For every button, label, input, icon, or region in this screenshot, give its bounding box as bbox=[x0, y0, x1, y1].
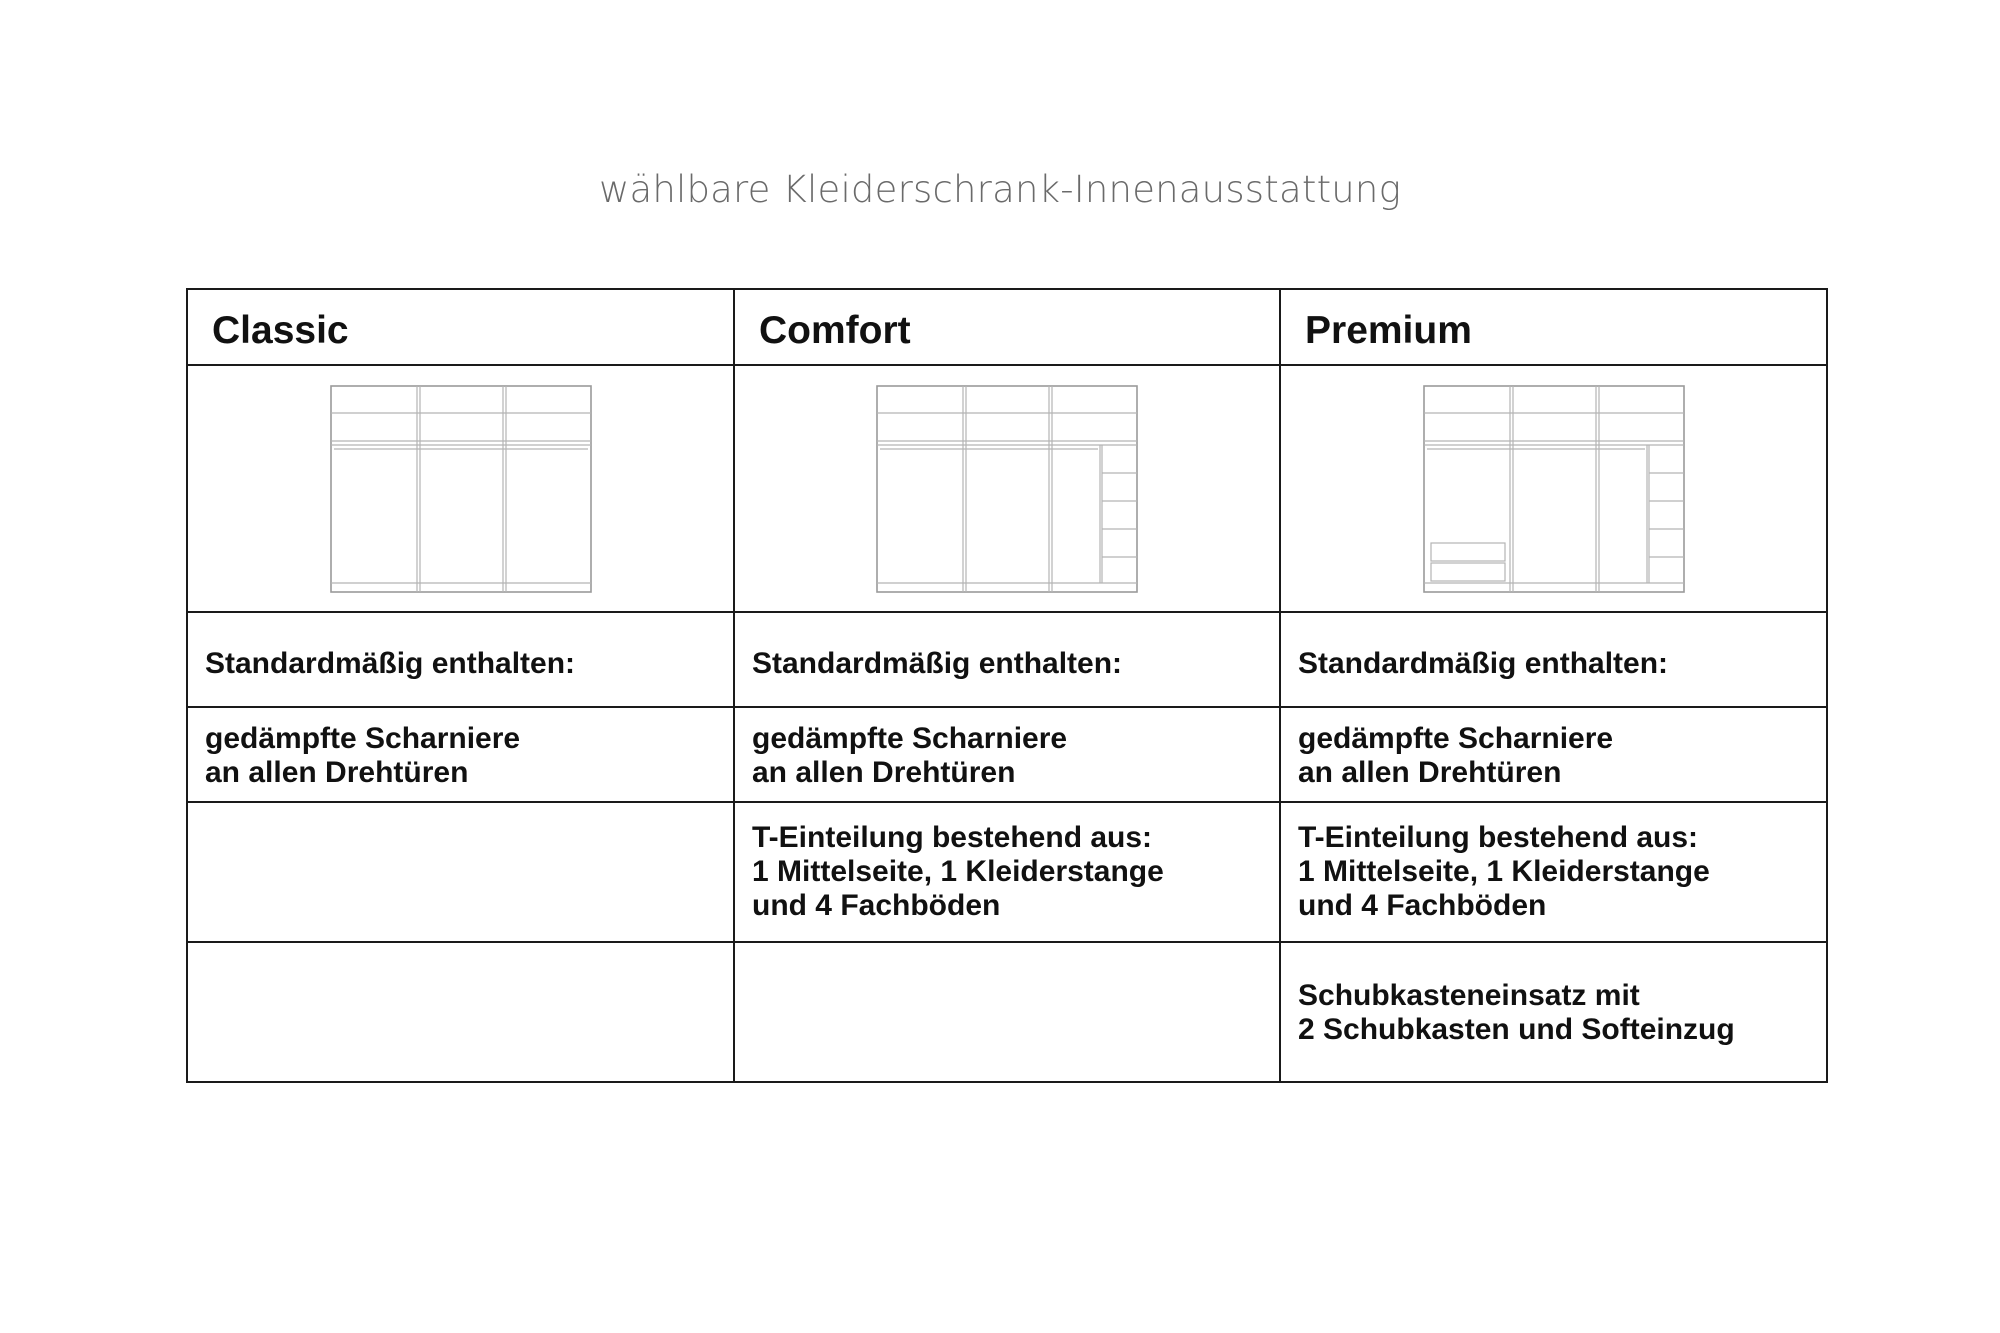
feature-text: gedämpfte Scharniere an allen Drehtüren bbox=[205, 722, 521, 789]
schubkasten-row: Schubkasteneinsatz mit 2 Schubkasten und… bbox=[186, 941, 1828, 1083]
t-einteilung-cell-classic bbox=[186, 801, 735, 943]
feature-text: gedämpfte Scharniere an allen Drehtüren bbox=[1298, 722, 1614, 789]
standard-label: Standardmäßig enthalten: bbox=[205, 647, 576, 680]
t-einteilung-row: T-Einteilung bestehend aus: 1 Mittelseit… bbox=[186, 801, 1828, 943]
column-header-classic: Classic bbox=[186, 288, 735, 366]
standard-cell-comfort: Standardmäßig enthalten: bbox=[733, 611, 1281, 708]
feature-text: gedämpfte Scharniere an allen Drehtüren bbox=[752, 722, 1068, 789]
t-einteilung-cell-comfort: T-Einteilung bestehend aus: 1 Mittelseit… bbox=[733, 801, 1281, 943]
feature-text bbox=[735, 943, 1279, 979]
scharniere-row: gedämpfte Scharniere an allen Drehtüren … bbox=[186, 706, 1828, 803]
column-name: Premium bbox=[1305, 309, 1472, 352]
standard-label: Standardmäßig enthalten: bbox=[1298, 647, 1669, 680]
scharniere-cell-premium: gedämpfte Scharniere an allen Drehtüren bbox=[1279, 706, 1828, 803]
schubkasten-cell-premium: Schubkasteneinsatz mit 2 Schubkasten und… bbox=[1279, 941, 1828, 1083]
illustration-row bbox=[186, 364, 1828, 613]
feature-text: Schubkasteneinsatz mit 2 Schubkasten und… bbox=[1298, 979, 1735, 1046]
illustration-cell-premium bbox=[1279, 364, 1828, 613]
wardrobe-premium-drawing bbox=[1422, 385, 1685, 593]
feature-text: T-Einteilung bestehend aus: 1 Mittelseit… bbox=[1298, 821, 1710, 922]
t-einteilung-cell-premium: T-Einteilung bestehend aus: 1 Mittelseit… bbox=[1279, 801, 1828, 943]
feature-text bbox=[188, 803, 733, 821]
schubkasten-cell-comfort bbox=[733, 941, 1281, 1083]
standard-row: Standardmäßig enthalten: Standardmäßig e… bbox=[186, 611, 1828, 708]
wardrobe-classic-drawing bbox=[329, 385, 592, 593]
standard-cell-premium: Standardmäßig enthalten: bbox=[1279, 611, 1828, 708]
feature-text bbox=[188, 943, 733, 979]
column-name: Classic bbox=[212, 309, 349, 352]
column-header-comfort: Comfort bbox=[733, 288, 1281, 366]
standard-label: Standardmäßig enthalten: bbox=[752, 647, 1123, 680]
column-header-premium: Premium bbox=[1279, 288, 1828, 366]
illustration-cell-comfort bbox=[733, 364, 1281, 613]
header-row: Classic Comfort Premium bbox=[186, 288, 1828, 366]
standard-cell-classic: Standardmäßig enthalten: bbox=[186, 611, 735, 708]
options-table: Classic Comfort Premium bbox=[186, 288, 1828, 1083]
scharniere-cell-comfort: gedämpfte Scharniere an allen Drehtüren bbox=[733, 706, 1281, 803]
wardrobe-comfort-drawing bbox=[876, 385, 1138, 593]
column-name: Comfort bbox=[759, 309, 911, 352]
feature-text: T-Einteilung bestehend aus: 1 Mittelseit… bbox=[752, 821, 1164, 922]
page-title: wählbare Kleiderschrank-Innenausstattung bbox=[599, 168, 1401, 211]
illustration-cell-classic bbox=[186, 364, 735, 613]
scharniere-cell-classic: gedämpfte Scharniere an allen Drehtüren bbox=[186, 706, 735, 803]
schubkasten-cell-classic bbox=[186, 941, 735, 1083]
